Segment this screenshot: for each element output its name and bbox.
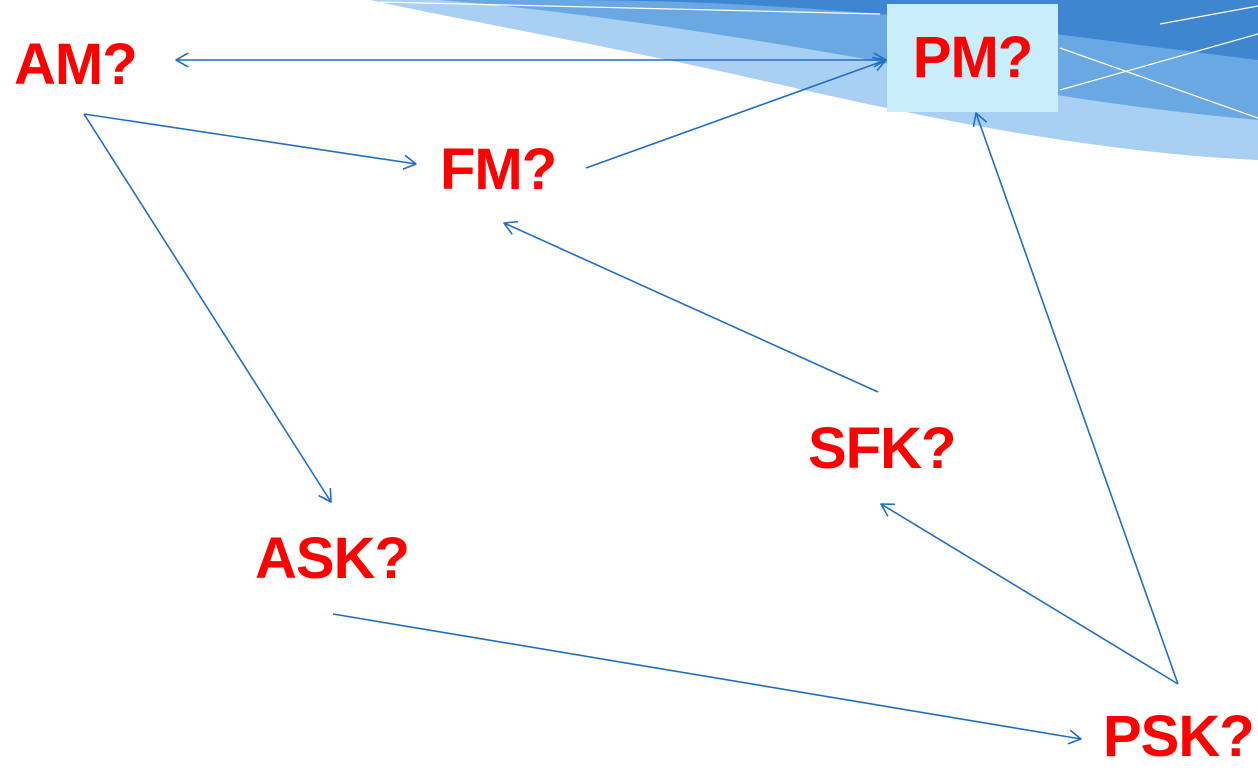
edge-psk-to-pm: [975, 112, 1179, 685]
edge-fm-to-pm: [585, 59, 887, 169]
node-fm: FM?: [440, 137, 557, 202]
edge-line-psk-sfk: [880, 503, 1179, 685]
node-psk: PSK?: [1103, 704, 1255, 769]
pm-highlight-box: [887, 4, 1058, 112]
arrowhead-fm: [402, 154, 417, 170]
arrowhead-ask: [318, 487, 332, 503]
edge-psk-to-sfk: [880, 503, 1179, 685]
node-am: AM?: [14, 32, 138, 97]
arrowhead-am: [175, 52, 189, 68]
arrowhead-psk: [1067, 729, 1082, 745]
arrowhead-pm: [872, 56, 887, 72]
edge-line-ask-psk: [332, 613, 1082, 740]
node-pm: PM?: [912, 25, 1033, 90]
edge-line-psk-pm: [975, 112, 1179, 685]
node-ask: ASK?: [255, 526, 410, 591]
edge-sfk-to-fm: [503, 222, 879, 393]
arrowhead-sfk: [880, 503, 896, 517]
edge-line-am-fm: [83, 113, 417, 165]
edge-line-fm-pm: [585, 59, 887, 169]
edge-line-am-ask: [83, 113, 332, 503]
edge-am-to-fm: [83, 113, 417, 165]
header-wave-decoration: [370, 0, 1258, 160]
node-sfk: SFK?: [808, 416, 956, 481]
arrowhead-fm: [503, 220, 519, 235]
arrowhead-pm: [972, 112, 988, 127]
edge-line-sfk-fm: [503, 222, 879, 393]
edge-am-to-ask: [83, 113, 332, 503]
edge-ask-to-psk: [332, 613, 1082, 740]
